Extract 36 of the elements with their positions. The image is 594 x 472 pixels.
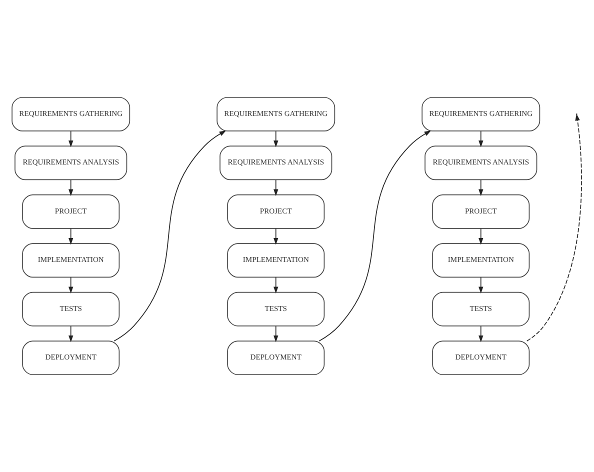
node-box: REQUIREMENTS ANALYSIS bbox=[14, 146, 128, 180]
node-box: DEPLOYMENT bbox=[22, 340, 120, 376]
arrow bbox=[526, 114, 582, 342]
arrow bbox=[478, 180, 484, 196]
node-box: TESTS bbox=[432, 292, 530, 326]
node-box: IMPLEMENTATION bbox=[227, 243, 325, 278]
node-box: REQUIREMENTS GATHERING bbox=[422, 96, 540, 132]
node-box: IMPLEMENTATION bbox=[432, 243, 530, 278]
arrow bbox=[274, 130, 278, 148]
node-box: DEPLOYMENT bbox=[227, 340, 325, 376]
arrow bbox=[478, 130, 484, 148]
arrow bbox=[318, 130, 432, 342]
node-box: REQUIREMENTS GATHERING bbox=[216, 96, 336, 132]
node-box: DEPLOYMENT bbox=[432, 340, 530, 376]
arrow bbox=[68, 326, 74, 342]
arrow bbox=[274, 276, 278, 294]
arrow bbox=[478, 228, 484, 245]
arrow bbox=[478, 276, 484, 294]
arrow bbox=[478, 326, 484, 342]
node-box: TESTS bbox=[227, 292, 325, 326]
arrow bbox=[68, 228, 74, 245]
arrow bbox=[274, 326, 278, 342]
node-box: PROJECT bbox=[227, 194, 325, 229]
node-box: IMPLEMENTATION bbox=[22, 243, 120, 278]
arrow bbox=[274, 180, 278, 196]
node-box: REQUIREMENTS ANALYSIS bbox=[220, 146, 332, 180]
node-box: TESTS bbox=[22, 292, 120, 326]
arrow bbox=[68, 130, 74, 148]
arrow bbox=[68, 180, 74, 196]
node-box: PROJECT bbox=[22, 194, 120, 229]
arrow bbox=[274, 228, 278, 245]
node-box: PROJECT bbox=[432, 194, 530, 229]
node-box: REQUIREMENTS GATHERING bbox=[12, 96, 130, 132]
node-box: REQUIREMENTS ANALYSIS bbox=[424, 146, 538, 180]
arrow bbox=[114, 130, 226, 342]
arrow bbox=[68, 276, 74, 294]
